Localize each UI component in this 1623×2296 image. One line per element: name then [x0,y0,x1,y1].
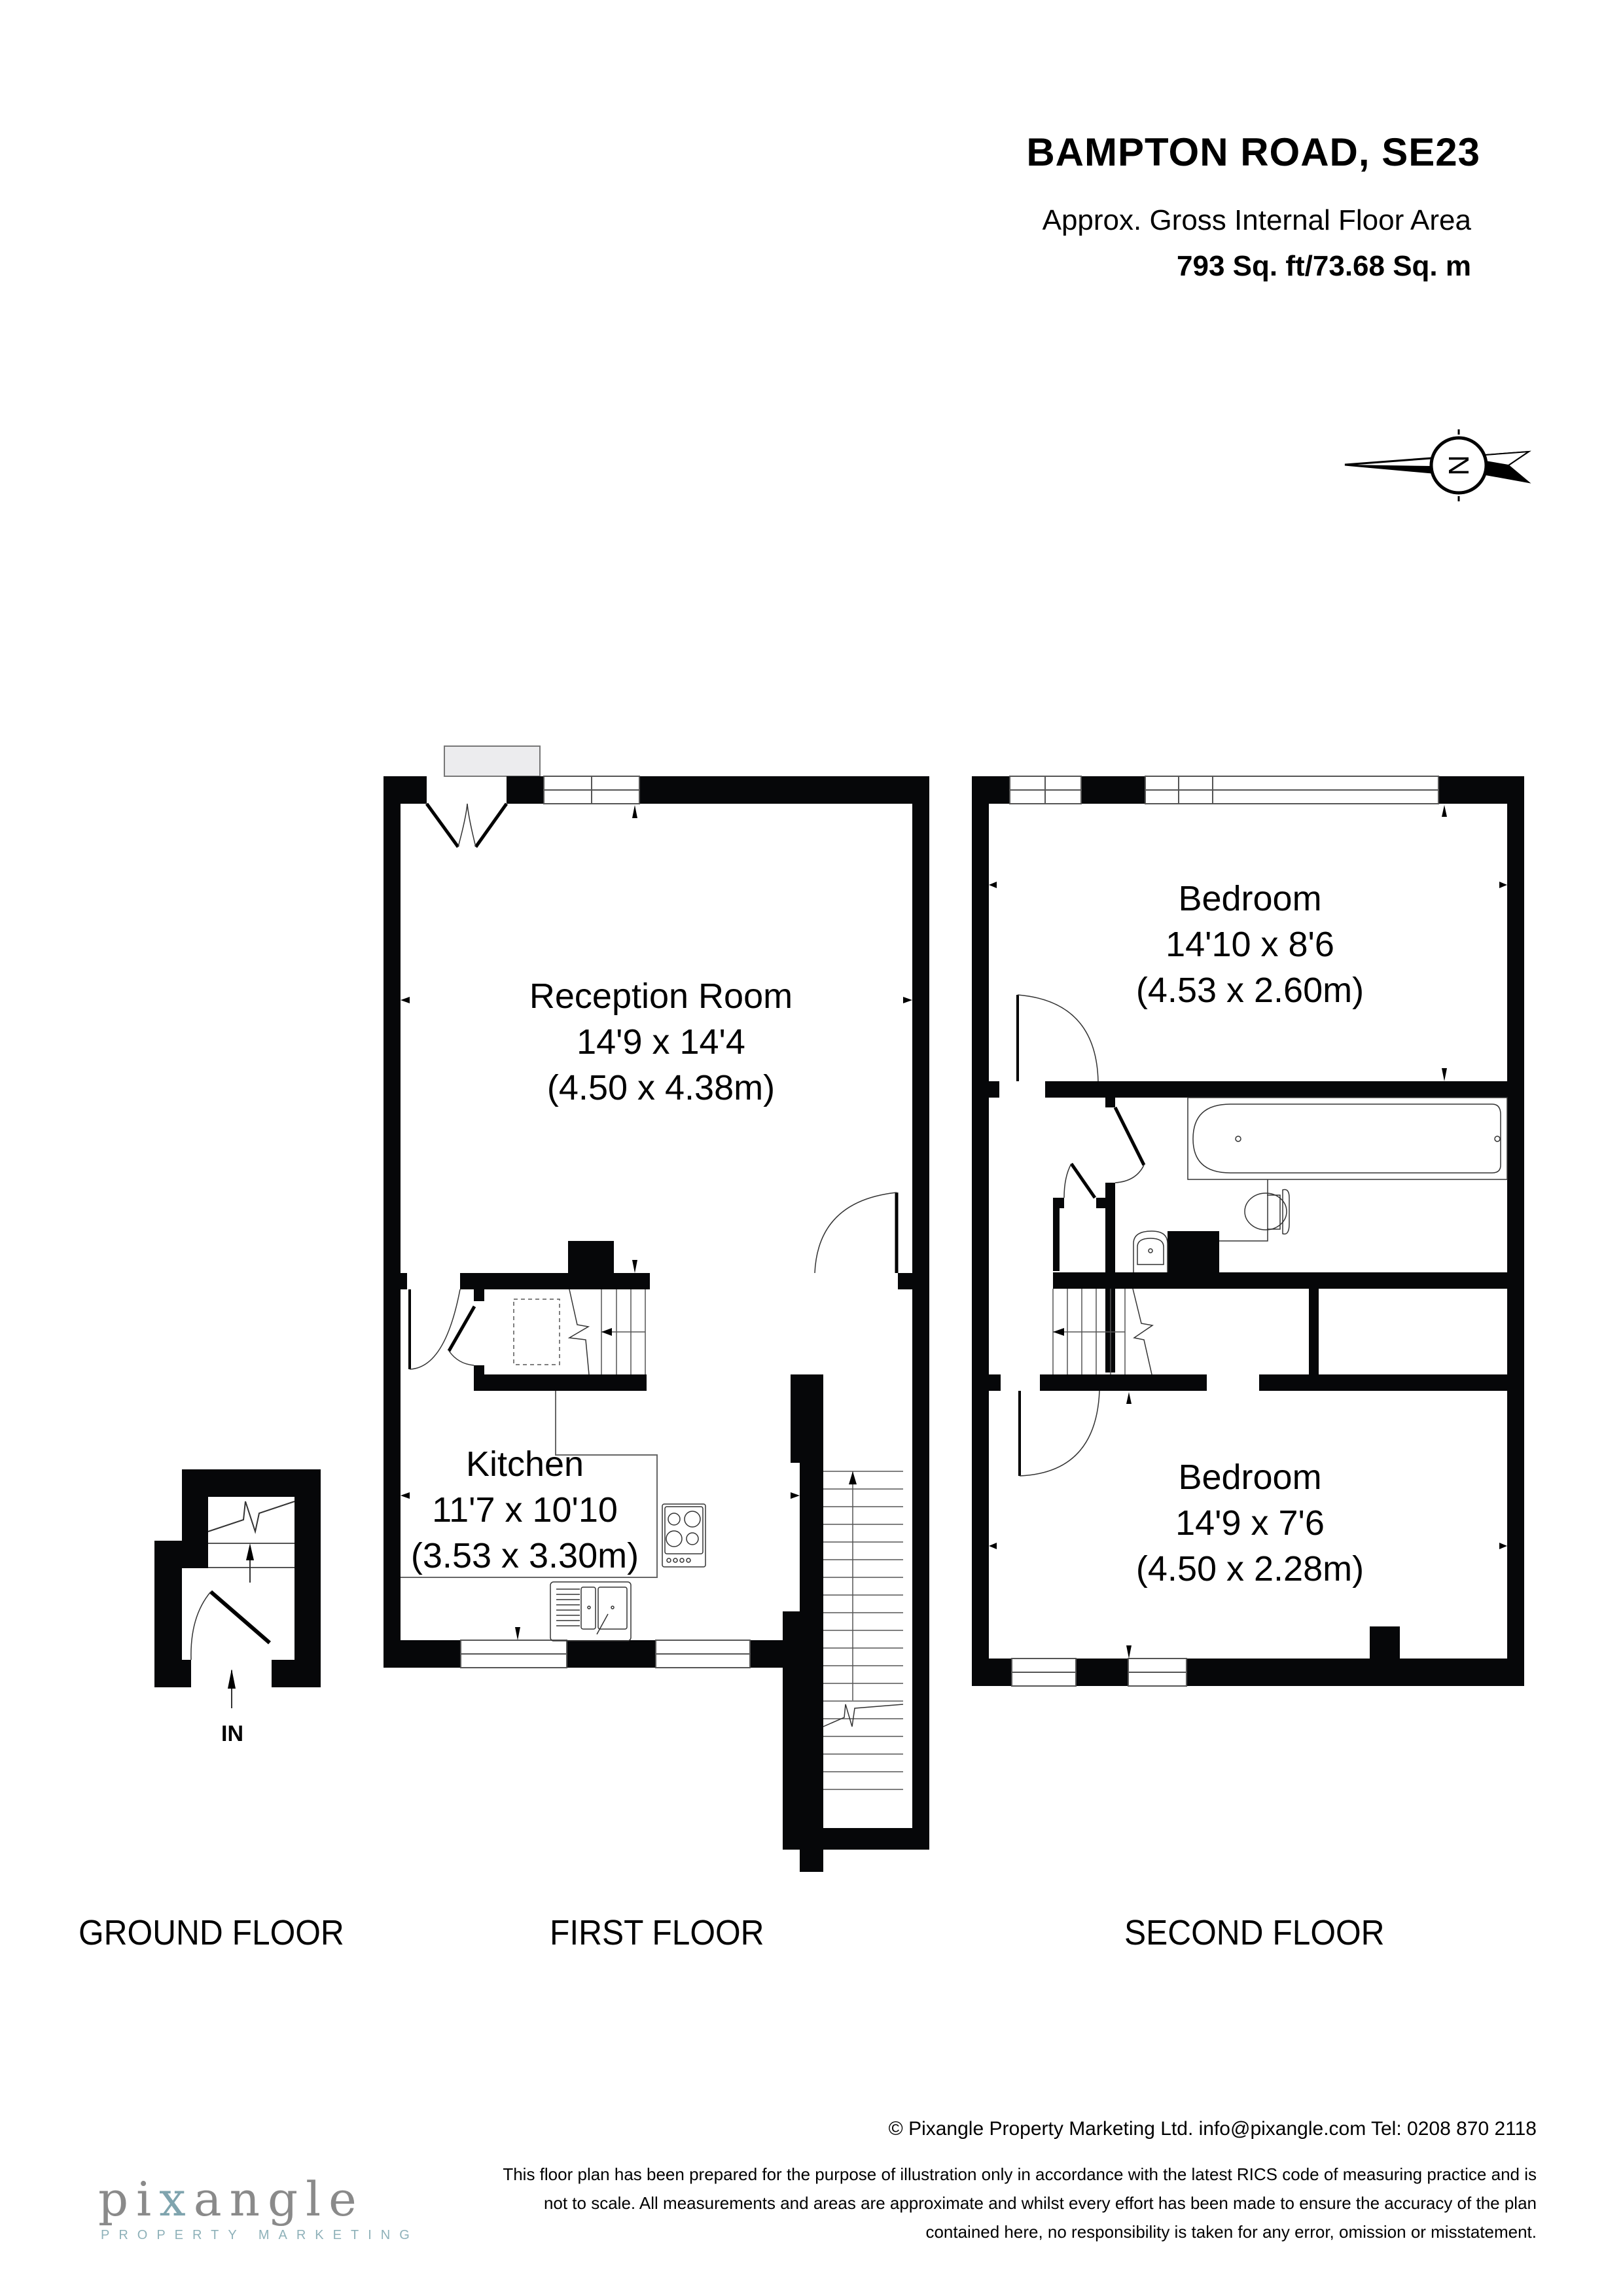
room-imperial: 14'9 x 14'4 [577,1022,745,1062]
room-name: Kitchen [465,1444,584,1484]
room-bedroom-1: Bedroom 14'10 x 8'6 (4.53 x 2.60m) [1060,876,1440,1013]
balcony [444,745,541,777]
ground-floor-plan [154,1469,321,1708]
logo-wordmark: pixangle [98,2172,365,2227]
disclaimer: This floor plan has been prepared for th… [359,2160,1537,2246]
second-floor-plan [972,776,1524,1687]
room-imperial: 14'10 x 8'6 [1166,925,1334,964]
disclaimer-line: contained here, no responsibility is tak… [925,2222,1537,2242]
room-name: Reception Room [529,977,793,1016]
pixangle-logo: pixangle PROPERTY MARKETING [98,2172,419,2243]
north-arrow-icon: N [1344,429,1531,501]
room-name: Bedroom [1178,879,1322,918]
room-bedroom-2: Bedroom 14'9 x 7'6 (4.50 x 2.28m) [1060,1454,1440,1592]
room-metric: (3.53 x 3.30m) [410,1536,639,1575]
floor-label-ground: GROUND FLOOR [79,1913,344,1952]
logo-x-icon: x [159,2172,194,2227]
first-floor-plan [383,745,929,1872]
room-reception: Reception Room 14'9 x 14'4 (4.50 x 4.38m… [458,973,864,1111]
disclaimer-line: This floor plan has been prepared for th… [503,2164,1537,2184]
property-title: BAMPTON ROAD, SE23 [1026,130,1480,174]
room-imperial: 14'9 x 7'6 [1175,1503,1325,1543]
svg-text:N: N [1443,455,1475,476]
floor-label-second: SECOND FLOOR [1124,1913,1385,1952]
entrance-label: IN [221,1721,243,1746]
area-caption: Approx. Gross Internal Floor Area [1042,204,1471,236]
hob-icon [662,1503,706,1568]
room-metric: (4.50 x 4.38m) [546,1068,776,1107]
basin-icon [1133,1230,1168,1272]
floor-label-first: FIRST FLOOR [550,1913,764,1952]
logo-tagline: PROPERTY MARKETING [101,2228,419,2242]
sink-icon [550,1581,632,1641]
disclaimer-line: not to scale. All measurements and areas… [543,2193,1537,2213]
room-name: Bedroom [1178,1458,1322,1497]
bath-icon [1187,1097,1508,1180]
area-value: 793 Sq. ft/73.68 Sq. m [1177,250,1471,282]
toilet-icon [1219,1179,1290,1242]
room-imperial: 11'7 x 10'10 [432,1490,618,1530]
room-metric: (4.53 x 2.60m) [1135,971,1364,1010]
room-metric: (4.50 x 2.28m) [1135,1549,1364,1588]
room-kitchen: Kitchen 11'7 x 10'10 (3.53 x 3.30m) [401,1441,649,1579]
copyright-text: © Pixangle Property Marketing Ltd. info@… [888,2118,1537,2140]
